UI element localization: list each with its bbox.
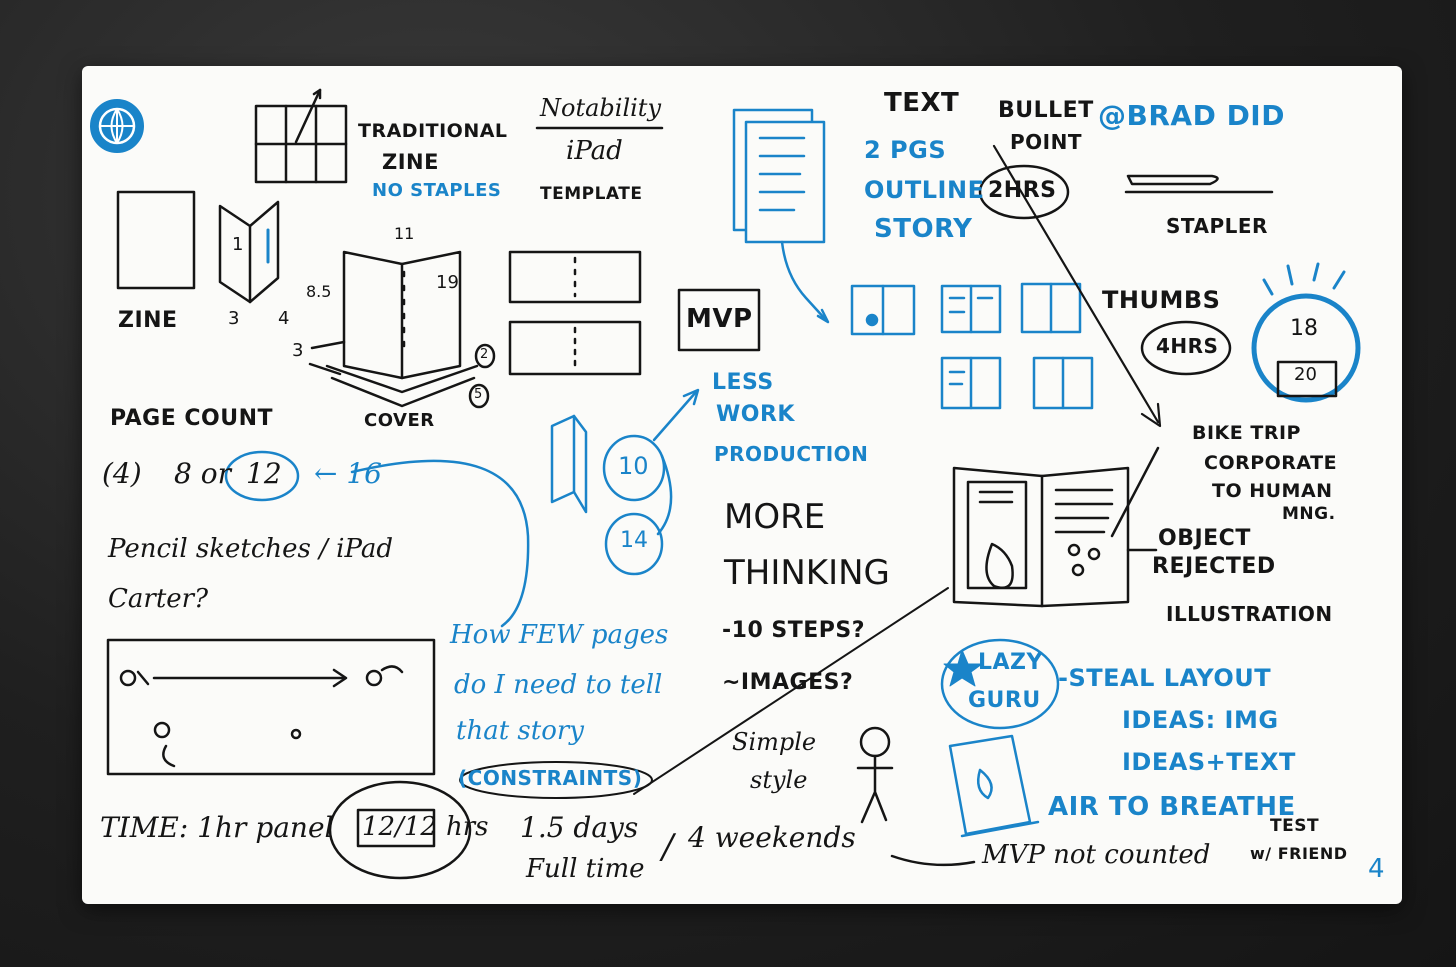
note-fulltime: Full time: [526, 856, 645, 882]
note-rejected: REJECTED: [1152, 556, 1276, 578]
note-style: style: [750, 768, 807, 792]
note-work: WORK: [716, 404, 795, 426]
zine-grid-sketch: [256, 90, 346, 182]
note-production: PRODUCTION: [714, 444, 868, 464]
page-number: 4: [1368, 856, 1385, 882]
note-ideas-img: IDEAS: IMG: [1122, 708, 1279, 732]
label-3a: 3: [228, 310, 239, 328]
thumbnail-sketches: [852, 284, 1092, 408]
label-11: 11: [394, 226, 414, 242]
label-19: 19: [436, 274, 459, 292]
label-5: 5: [474, 388, 482, 401]
label-85: 8.5: [306, 284, 331, 300]
note-notability: Notability: [540, 96, 661, 120]
open-book-sketch: [954, 448, 1158, 606]
note-days: 1.5 days: [520, 814, 638, 842]
stapler-icon: [1126, 176, 1272, 192]
note-slash: /: [662, 830, 673, 864]
note-template: TEMPLATE: [540, 186, 642, 203]
label-zine: ZINE: [118, 310, 178, 332]
note-time-12: 12/12: [362, 814, 437, 840]
circle-14: 14: [620, 530, 648, 552]
note-illustration: ILLUSTRATION: [1166, 604, 1333, 624]
lazy-guru-star: [944, 650, 982, 686]
circle-10: 10: [618, 454, 649, 478]
note-less: LESS: [712, 372, 774, 394]
note-brad-did: @BRAD DID: [1098, 102, 1285, 130]
stick-figure-icon: [858, 728, 892, 822]
label-3b: 3: [292, 342, 303, 360]
note-text: TEXT: [884, 90, 959, 116]
note-four-hrs: 4HRS: [1156, 336, 1218, 356]
note-weekends: 4 weekends: [688, 824, 856, 852]
note-stapler: STAPLER: [1166, 216, 1268, 236]
carter-sketch-box: [108, 640, 434, 774]
label-4: 4: [278, 310, 289, 328]
note-no-staples: NO STAPLES: [372, 182, 501, 200]
note-page-count: PAGE COUNT: [110, 408, 273, 430]
mvp-not-counted-line: [892, 856, 974, 865]
note-thinking: THINKING: [724, 556, 890, 590]
note-constraints: (CONSTRAINTS): [458, 768, 642, 788]
note-zine-word: ZINE: [382, 152, 439, 173]
note-pgs: 2 PGS: [864, 138, 946, 162]
note-mng: MNG.: [1282, 506, 1336, 523]
note-to-human: TO HUMAN: [1212, 482, 1333, 501]
note-traditional: TRADITIONAL: [358, 122, 508, 141]
globe-icon: [91, 100, 143, 152]
note-w-friend: w/ FRIEND: [1250, 846, 1348, 862]
note-pencil: Pencil sketches / iPad: [108, 536, 393, 562]
note-ideas-text: IDEAS+TEXT: [1122, 750, 1296, 774]
note-guru: GURU: [968, 690, 1041, 712]
badge-18: 18: [1290, 318, 1318, 340]
label-2: 2: [480, 348, 488, 361]
label-mvp-box: MVP: [686, 306, 753, 332]
note-simple: Simple: [732, 730, 816, 754]
label-cover: COVER: [364, 412, 435, 430]
note-two-hrs: 2HRS: [988, 180, 1057, 202]
note-thumbs: THUMBS: [1102, 288, 1220, 312]
note-point: POINT: [1010, 132, 1082, 152]
note-carter: Carter?: [108, 586, 208, 612]
count-4: (4): [102, 460, 142, 488]
note-air: AIR TO BREATHE: [1048, 794, 1296, 820]
zine-page-sketch: [118, 192, 194, 288]
count-12: 12: [246, 460, 282, 488]
template-pages-sketch: [510, 252, 640, 374]
note-that-story: that story: [456, 718, 584, 744]
note-bullet: BULLET: [998, 100, 1094, 122]
note-ipad: iPad: [566, 138, 623, 164]
note-object: OBJECT: [1158, 528, 1251, 550]
count-16: ← 16: [314, 460, 382, 488]
note-more: MORE: [724, 500, 825, 534]
note-how-few: How FEW pages: [450, 622, 668, 648]
note-corporate: CORPORATE: [1204, 454, 1337, 473]
note-story: STORY: [874, 216, 973, 242]
air-page-sketch: [950, 736, 1038, 836]
count-8-or: 8 or: [174, 460, 231, 488]
note-steps: -10 STEPS?: [722, 620, 865, 642]
note-test: TEST: [1270, 818, 1319, 835]
note-lazy: LAZY: [978, 652, 1043, 674]
note-bike: BIKE TRIP: [1192, 424, 1301, 443]
index-card: TRADITIONAL ZINE NO STAPLES Notability i…: [82, 66, 1402, 904]
badge-20: 20: [1294, 366, 1317, 384]
open-spread-sketch: [310, 252, 494, 407]
note-time: TIME: 1hr panel: [100, 814, 334, 842]
note-images: ~IMAGES?: [722, 672, 853, 694]
note-mvp-not: MVP not counted: [982, 842, 1210, 868]
label-1: 1: [232, 236, 243, 254]
note-hrs: hrs: [446, 814, 489, 840]
note-steal: -STEAL LAYOUT: [1058, 666, 1271, 690]
note-outline: OUTLINE: [864, 178, 984, 202]
note-do-i-need: do I need to tell: [454, 672, 662, 698]
folded-zine-sketch: [220, 202, 278, 302]
